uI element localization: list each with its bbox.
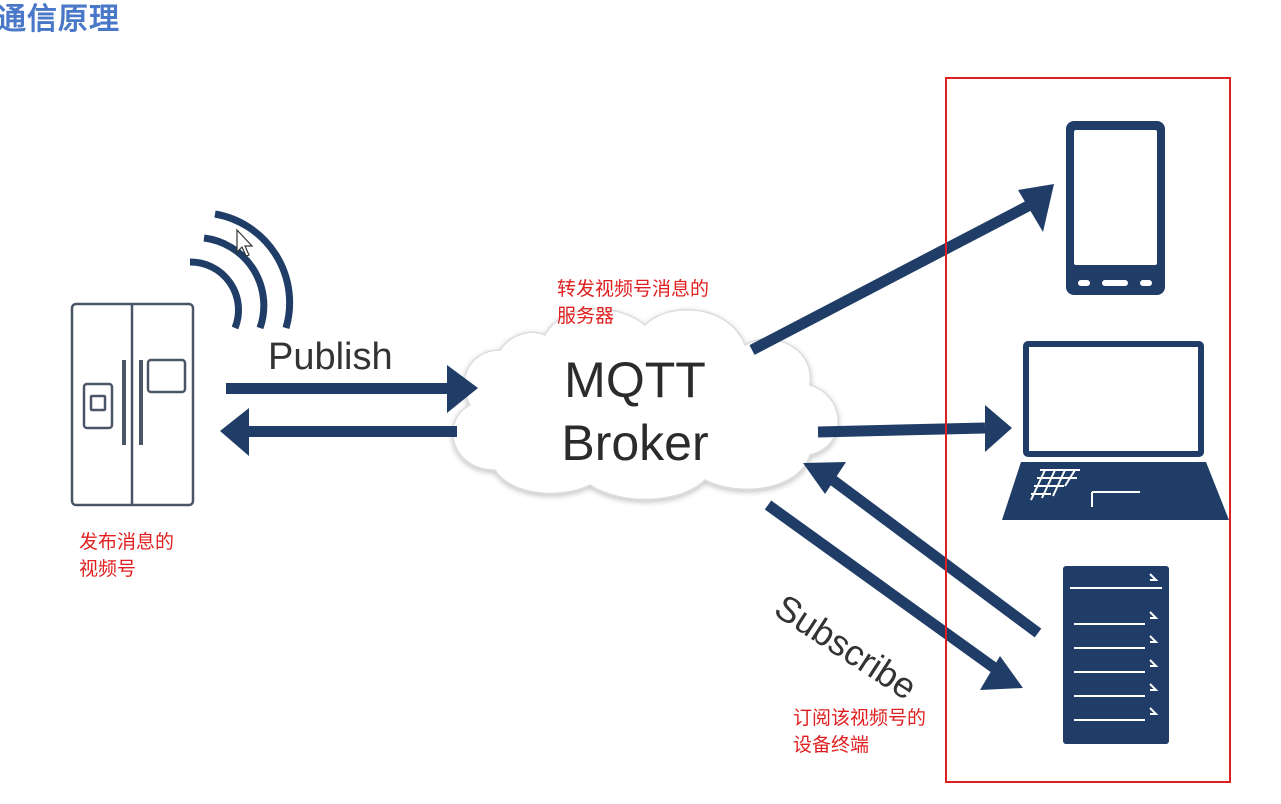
broker-annotation-line1: 转发视频号消息的	[557, 278, 710, 300]
broker-cloud-icon	[452, 308, 839, 501]
publish-arrow	[226, 365, 478, 413]
laptop-icon	[1002, 341, 1229, 520]
subscriber-annotation: 订阅该视频号的 设备终端	[793, 705, 926, 759]
arrow-to-server	[764, 500, 1023, 690]
subscriber-annotation-line2: 设备终端	[793, 734, 870, 756]
subscribe-arrow	[803, 462, 1042, 638]
publish-label: Publish	[268, 336, 393, 378]
publisher-annotation-line2: 视频号	[79, 558, 137, 580]
subscriber-highlight-box	[945, 77, 1231, 783]
broker-annotation: 转发视频号消息的 服务器	[557, 276, 709, 330]
arrow-to-phone	[749, 184, 1054, 355]
cursor-icon	[236, 228, 254, 257]
subscriber-annotation-line1: 订阅该视频号的	[793, 707, 927, 729]
broker-label-line2: Broker	[561, 415, 709, 471]
publisher-annotation-line1: 发布消息的	[79, 531, 175, 553]
broker-annotation-line2: 服务器	[557, 305, 615, 327]
arrow-to-laptop	[817, 405, 1012, 452]
refrigerator-icon	[70, 302, 195, 507]
smartphone-icon	[1066, 121, 1165, 295]
server-icon	[1063, 566, 1169, 744]
wifi-signal-icon	[189, 210, 294, 330]
page-title: 通信原理	[0, 2, 120, 37]
return-arrow	[220, 408, 457, 456]
broker-label-line1: MQTT	[564, 352, 706, 408]
publisher-annotation: 发布消息的 视频号	[79, 529, 174, 583]
